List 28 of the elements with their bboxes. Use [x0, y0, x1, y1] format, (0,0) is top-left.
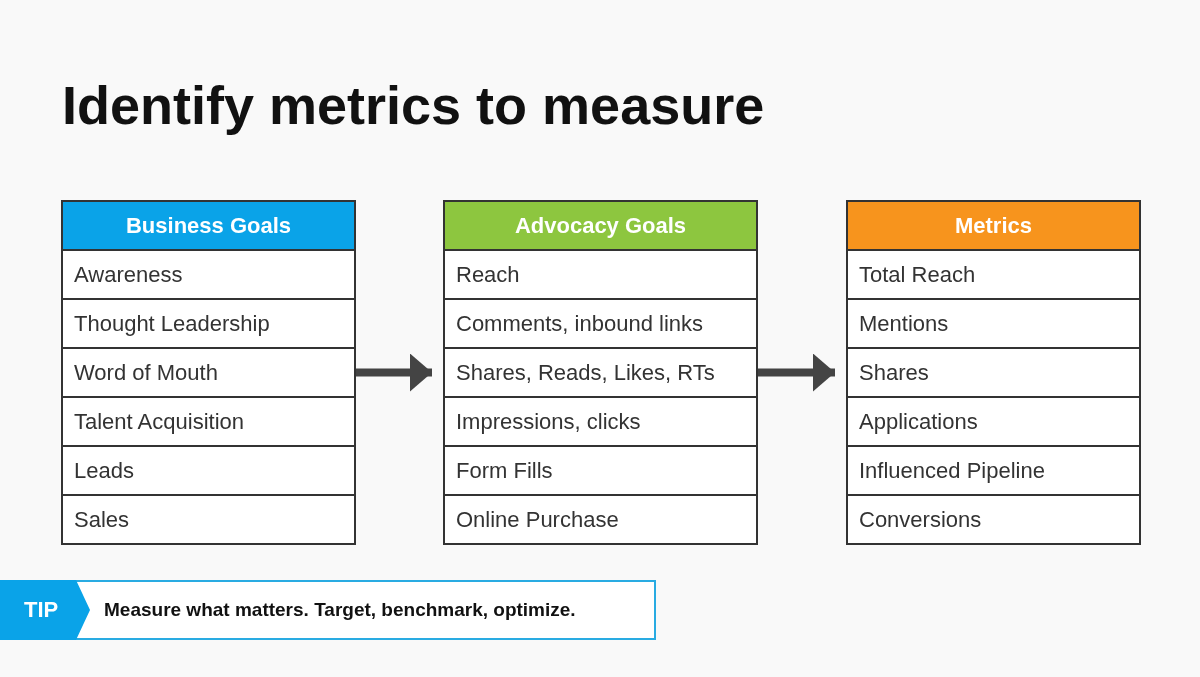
table-row: Comments, inbound links [445, 300, 756, 349]
tip-text: Measure what matters. Target, benchmark, optimize. [104, 598, 576, 622]
slide-title: Identify metrics to measure [62, 74, 765, 136]
table-header: Metrics [848, 202, 1139, 251]
tip-banner [0, 580, 656, 640]
table-row: Word of Mouth [63, 349, 354, 398]
table-row: Total Reach [848, 251, 1139, 300]
table-header: Advocacy Goals [445, 202, 756, 251]
table-row: Influenced Pipeline [848, 447, 1139, 496]
table-row: Conversions [848, 496, 1139, 543]
table-row: Leads [63, 447, 354, 496]
table-row: Mentions [848, 300, 1139, 349]
table [443, 200, 758, 545]
table-row: Talent Acquisition [63, 398, 354, 447]
table [846, 200, 1141, 545]
table-row: Awareness [63, 251, 354, 300]
table-row: Form Fills [445, 447, 756, 496]
table-row: Reach [445, 251, 756, 300]
table-row: Applications [848, 398, 1139, 447]
table-row: Thought Leadership [63, 300, 354, 349]
tip-chevron: TIP [0, 580, 90, 640]
table-row: Online Purchase [445, 496, 756, 543]
table-row: Shares, Reads, Likes, RTs [445, 349, 756, 398]
table-row: Sales [63, 496, 354, 543]
table-row: Shares [848, 349, 1139, 398]
table-row: Impressions, clicks [445, 398, 756, 447]
table-header: Business Goals [63, 202, 354, 251]
table [61, 200, 356, 545]
